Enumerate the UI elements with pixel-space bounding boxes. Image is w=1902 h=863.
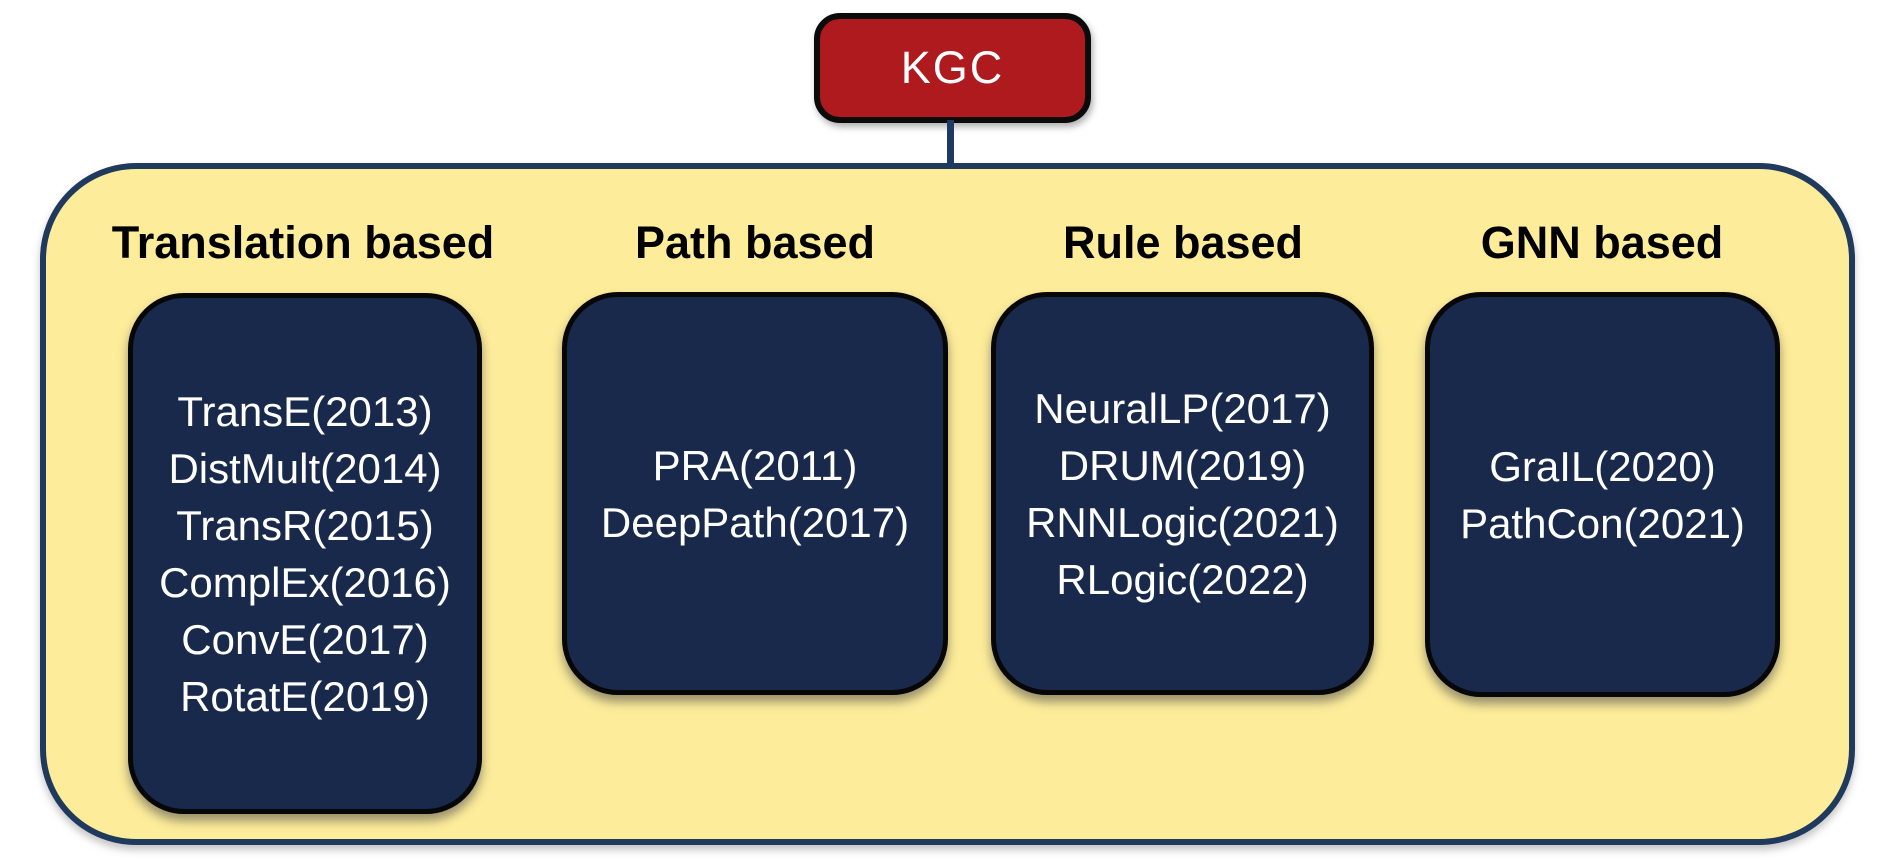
method-item: ConvE(2017) xyxy=(181,615,429,663)
method-item: DRUM(2019) xyxy=(1058,441,1307,489)
root-node-kgc: KGC xyxy=(814,13,1091,123)
category-title-gnn-based: GNN based xyxy=(1480,217,1724,268)
method-box-translation-based: TransE(2013) DistMult(2014) TransR(2015) Co… xyxy=(128,293,482,814)
method-item: DeepPath(2017) xyxy=(600,498,910,546)
category-title-path-based: Path based xyxy=(634,217,876,268)
method-item: NeuralLP(2017) xyxy=(1034,384,1331,432)
method-item: GraIL(2020) xyxy=(1489,442,1716,490)
method-item: RotatE(2019) xyxy=(180,672,430,720)
method-item: PathCon(2021) xyxy=(1460,499,1745,547)
method-box-rule-based: NeuralLP(2017) DRUM(2019) RNNLogic(2021) RL… xyxy=(991,292,1374,695)
method-item: ComplEx(2016) xyxy=(159,558,451,606)
method-box-path-based: PRA(2011) DeepPath(2017) xyxy=(562,292,948,695)
category-title-rule-based: Rule based xyxy=(1062,217,1304,268)
method-item: PRA(2011) xyxy=(652,441,858,489)
root-node-label: KGC xyxy=(900,42,1005,93)
method-item: RLogic(2022) xyxy=(1056,555,1309,603)
method-item: DistMult(2014) xyxy=(168,444,442,492)
method-box-gnn-based: GraIL(2020) PathCon(2021) xyxy=(1425,292,1780,697)
category-title-translation-based: Translation based xyxy=(111,217,495,268)
method-item: RNNLogic(2021) xyxy=(1026,498,1339,546)
method-item: TransR(2015) xyxy=(176,501,434,549)
connector-line xyxy=(947,120,954,167)
method-item: TransE(2013) xyxy=(177,387,433,435)
